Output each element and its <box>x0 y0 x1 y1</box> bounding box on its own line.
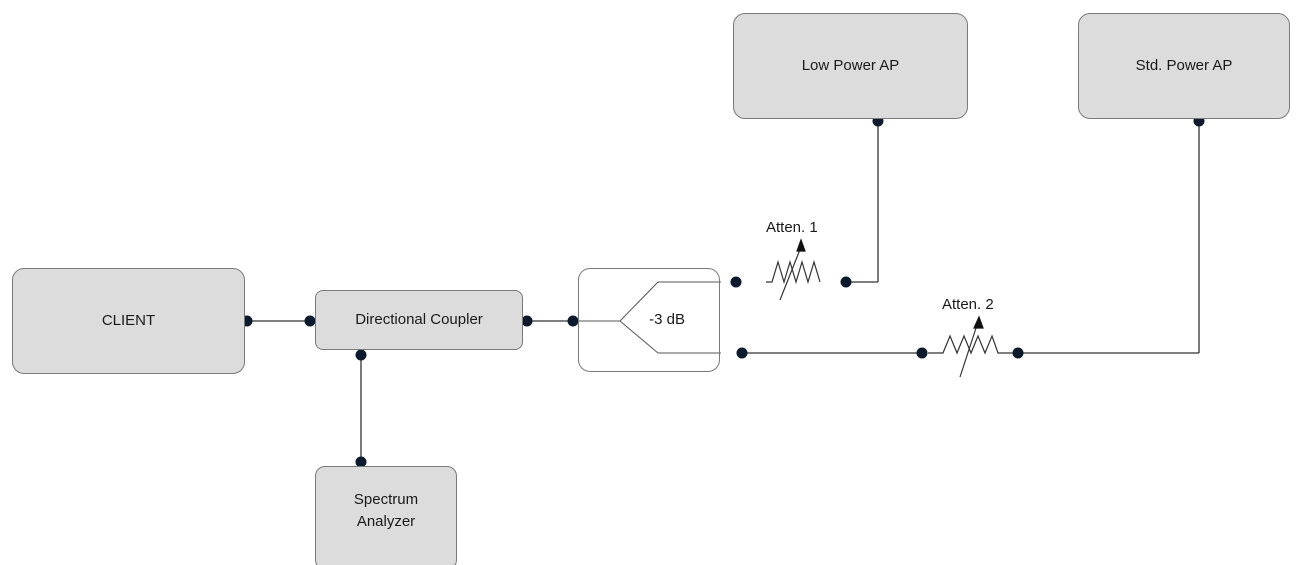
port-coupler-in <box>304 315 316 327</box>
port-atten2-out <box>1012 347 1024 359</box>
splitter-paths <box>573 281 721 354</box>
connector-dots <box>241 115 1205 468</box>
attenuator-2-symbol <box>928 315 1018 378</box>
port-splitter-out-1 <box>730 276 742 288</box>
coupler-label: Directional Coupler <box>355 311 483 329</box>
port-splitter-out-2 <box>736 347 748 359</box>
client-block: CLIENT <box>12 268 245 374</box>
port-atten2-in <box>916 347 928 359</box>
low-power-ap-label: Low Power AP <box>801 57 900 75</box>
spectrum-analyzer-block: Spectrum Analyzer <box>315 466 457 565</box>
directional-coupler-block: Directional Coupler <box>315 290 523 350</box>
std-power-ap-block: Std. Power AP <box>1078 13 1290 119</box>
analyzer-label: Spectrum Analyzer <box>353 491 419 530</box>
splitter-label: -3 dB <box>649 311 685 329</box>
client-label: CLIENT <box>101 312 156 330</box>
attenuator-1-symbol <box>766 238 821 301</box>
port-atten1-out <box>840 276 852 288</box>
port-analyzer-in <box>355 456 367 468</box>
port-splitter-in <box>567 315 579 327</box>
atten-1-label: Atten. 1 <box>766 219 818 236</box>
splitter-block: -3 dB <box>578 268 720 372</box>
std-power-ap-label: Std. Power AP <box>1135 57 1233 74</box>
atten-2-label: Atten. 2 <box>942 296 994 313</box>
port-coupler-out <box>521 315 533 327</box>
port-coupler-sample <box>355 349 367 361</box>
low-power-ap-block: Low Power AP <box>733 13 968 119</box>
